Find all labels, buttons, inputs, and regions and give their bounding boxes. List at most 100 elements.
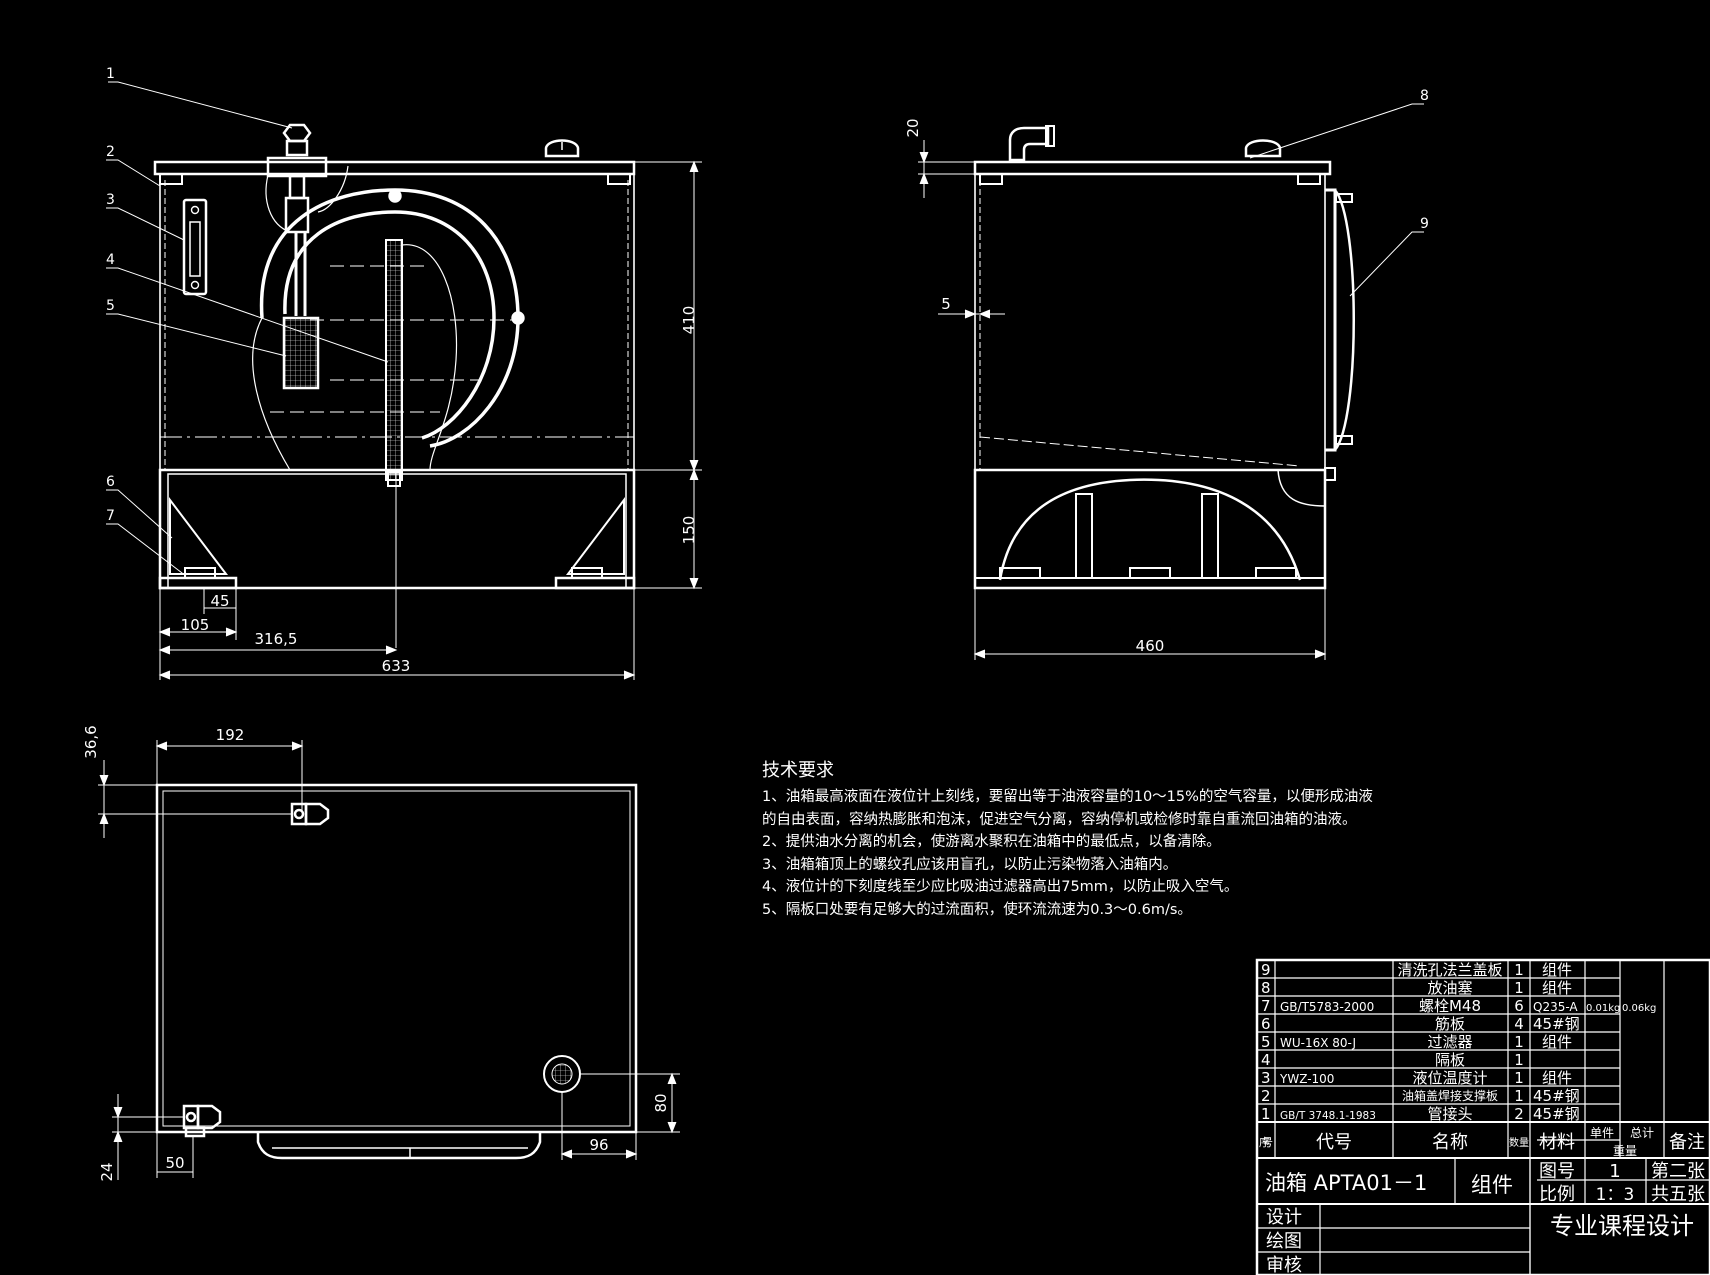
side-base [973, 468, 1327, 590]
bom-table: 9 清洗孔法兰盖板 1 组件 8 放油塞 1 组件 7 GB/T5783-200… [1259, 961, 1705, 1275]
bom-no: 5 [1261, 1033, 1271, 1051]
notes-title: 技术要求 [762, 760, 834, 781]
pipe-fitting [266, 123, 328, 234]
side-view [973, 125, 1355, 590]
bom-header-weight: 重量 [1613, 1144, 1637, 1158]
return-pipe-outer [259, 188, 520, 448]
top-view [155, 783, 638, 1160]
top-port-fitting [290, 802, 330, 826]
dim-45: 45 [210, 592, 229, 610]
dim-20: 20 [904, 118, 922, 137]
top-outline [155, 783, 638, 1134]
level-gauge [182, 198, 208, 296]
bom-name: 过滤器 [1427, 1033, 1472, 1051]
suction-filter [282, 316, 320, 390]
balloon-4: 4 [106, 252, 115, 268]
foot-left [158, 576, 238, 590]
note-line: 5、隔板口处要有足够大的过流面积，使环流流速为0.3～0.6m/s。 [762, 901, 1192, 918]
bom-row: 1 GB/T 3748.1-1983 管接头 2 45#钢 [1261, 1105, 1580, 1123]
bom-header-qty: 数量 [1509, 1136, 1529, 1149]
bom-code: YWZ-100 [1279, 1072, 1334, 1086]
bom-code: GB/T5783-2000 [1280, 1000, 1374, 1014]
role-drafting: 绘图 [1266, 1231, 1302, 1252]
lid-clip-left [159, 174, 183, 185]
side-view-dimensions [918, 140, 1327, 660]
bom-qty: 6 [1514, 997, 1524, 1015]
bom-material: 组件 [1542, 979, 1572, 997]
bom-material: 45#钢 [1533, 1105, 1580, 1123]
bom-name: 隔板 [1435, 1051, 1465, 1069]
bom-name: 清洗孔法兰盖板 [1397, 961, 1502, 979]
rib-left [169, 497, 229, 575]
bom-name: 管接头 [1427, 1105, 1472, 1123]
role-design: 设计 [1266, 1207, 1302, 1228]
drawing-no-label: 图号 [1539, 1161, 1575, 1182]
sheet-no: 第二张 [1651, 1161, 1705, 1182]
bom-header-code: 代号 [1316, 1132, 1352, 1153]
bom-material: 45#钢 [1533, 1087, 1580, 1105]
bom-material: 组件 [1542, 1069, 1572, 1087]
bom-row: 2 油箱盖焊接支撑板 1 45#钢 [1261, 1087, 1580, 1105]
bom-name: 油箱盖焊接支撑板 [1402, 1088, 1498, 1103]
bom-qty: 2 [1514, 1105, 1524, 1123]
rib-right [565, 497, 625, 575]
top-view-dimensions [98, 740, 680, 1180]
bom-qty: 1 [1514, 1069, 1524, 1087]
bom-qty: 1 [1514, 961, 1524, 979]
bom-name: 放油塞 [1427, 979, 1472, 997]
bom-header-material: 材料 [1539, 1132, 1575, 1153]
bom-name: 筋板 [1435, 1015, 1465, 1033]
dim-5: 5 [941, 295, 951, 313]
bom-row: 8 放油塞 1 组件 [1261, 979, 1572, 997]
bom-no: 2 [1261, 1087, 1271, 1105]
bom-material: 组件 [1542, 961, 1572, 979]
bom-row: 9 清洗孔法兰盖板 1 组件 [1261, 961, 1572, 979]
role-review: 审核 [1266, 1255, 1302, 1275]
note-line: 4、液位计的下刻度线至少应比吸油过滤器高出75mm，以防止吸入空气。 [762, 879, 1239, 895]
bom-material: 组件 [1542, 1033, 1572, 1051]
note-line: 3、油箱箱顶上的螺纹孔应该用盲孔，以防止污染物落入油箱内。 [762, 856, 1178, 873]
balloon-9: 9 [1420, 216, 1429, 232]
dim-316-5: 316,5 [255, 630, 298, 648]
bom-unit: 0.01kg [1586, 1003, 1620, 1014]
bom-header-name: 名称 [1432, 1132, 1468, 1153]
foot-right [554, 576, 636, 590]
front-view [153, 123, 636, 648]
base-frame [158, 468, 636, 590]
bom-total: 0.06kg [1622, 1003, 1656, 1014]
bom-header-remark: 备注 [1669, 1132, 1705, 1153]
bom-material: 45#钢 [1533, 1015, 1580, 1033]
tank-lid [153, 160, 636, 176]
bom-row: 6 筋板 4 45#钢 [1261, 1015, 1580, 1033]
dim-96: 96 [589, 1136, 608, 1154]
side-base-arch [998, 478, 1302, 581]
project-name: 专业课程设计 [1550, 1212, 1694, 1240]
bom-no: 1 [1261, 1105, 1271, 1123]
leader-lines [106, 81, 1424, 577]
bom-no: 8 [1261, 979, 1271, 997]
dim-24: 24 [98, 1162, 116, 1181]
bom-no: 9 [1261, 961, 1271, 979]
bom-no: 6 [1261, 1015, 1271, 1033]
bom-material: Q235-A [1533, 1000, 1578, 1014]
balloon-6: 6 [106, 474, 115, 490]
dim-633: 633 [382, 657, 411, 675]
note-line: 1、油箱最高液面在液位计上刻线，要留出等于油液容量的10～15%的空气容量，以便… [762, 789, 1373, 805]
dim-50: 50 [165, 1154, 184, 1172]
cleaning-flange [1325, 188, 1337, 452]
dim-150: 150 [680, 516, 698, 545]
bom-row: 5 WU-16X 80-J 过滤器 1 组件 [1261, 1033, 1572, 1051]
baffle [385, 239, 403, 481]
bottom-bracket [256, 1132, 542, 1160]
balloon-2: 2 [106, 144, 115, 160]
bom-row: 3 YWZ-100 液位温度计 1 组件 [1261, 1069, 1572, 1087]
drawing-no: 1 [1609, 1161, 1620, 1182]
balloon-7: 7 [106, 508, 115, 524]
bom-no: 4 [1261, 1051, 1271, 1069]
bom-qty: 4 [1514, 1015, 1524, 1033]
bom-qty: 1 [1514, 1051, 1524, 1069]
dim-460: 460 [1136, 637, 1165, 655]
title-block [1255, 958, 1710, 1275]
note-line: 2、提供油水分离的机会，使游离水聚积在油箱中的最低点，以备清除。 [762, 834, 1221, 850]
